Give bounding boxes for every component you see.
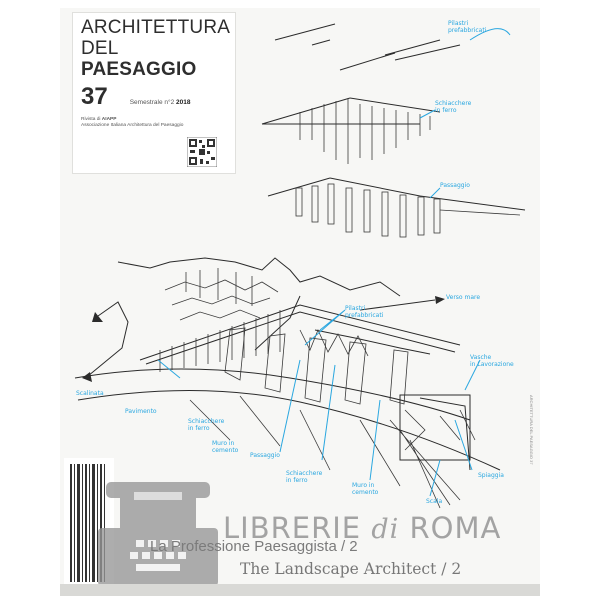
watermark-word-3: ROMA bbox=[399, 511, 502, 545]
annotation-pillars-main: Pilastri prefabbricati bbox=[345, 305, 384, 319]
issue-row: 37 Semestrale n°2 2018 bbox=[81, 83, 227, 111]
annotation-wall-lower: Muro in cemento bbox=[352, 482, 379, 496]
subtitle-italian: La Professione Paesaggista / 2 bbox=[150, 538, 358, 555]
annotation-sea-direction: Verso mare bbox=[446, 294, 481, 301]
issue-number: 37 bbox=[81, 83, 108, 110]
annotation-beach: Spiaggia bbox=[478, 472, 504, 479]
journal-brand: AIAPP bbox=[101, 117, 117, 122]
watermark-word-1: LIBRERIE bbox=[223, 511, 372, 545]
annotation-wall-left: Muro in cemento bbox=[212, 440, 239, 454]
direction-arrows bbox=[82, 296, 445, 382]
barcode-icon bbox=[64, 458, 114, 588]
issue-year: 2018 bbox=[176, 99, 191, 106]
coastline-curves bbox=[74, 368, 501, 509]
exploded-beams-layer bbox=[274, 23, 461, 71]
masthead-box: ARCHITETTURA DEL PAESAGGIO 37 Semestrale… bbox=[72, 12, 236, 174]
issue-info-prefix: Semestrale n°2 bbox=[129, 99, 177, 106]
title-line-1: ARCHITETTURA bbox=[81, 17, 231, 38]
main-structure bbox=[139, 304, 461, 405]
bottom-strip bbox=[60, 584, 540, 596]
qr-code-icon bbox=[187, 137, 217, 167]
annotation-pillars-top: Pilastri prefabbricati bbox=[448, 20, 487, 34]
subtitle-english: The Landscape Architect / 2 bbox=[240, 560, 462, 578]
title-line-2: DEL PAESAGGIO bbox=[81, 38, 227, 80]
title-line-2-prefix: DEL bbox=[81, 38, 118, 59]
title-line-2-bold: PAESAGGIO bbox=[81, 59, 197, 80]
annotation-stairway: Scalinata bbox=[76, 390, 104, 397]
terrain-buildings bbox=[87, 257, 401, 377]
annotation-slats-top: Schiacchere in ferro bbox=[435, 100, 472, 114]
annotation-passage-main: Passaggio bbox=[250, 452, 280, 459]
watermark-wordmark: LIBRERIE di ROMA bbox=[223, 511, 501, 545]
issue-info: Semestrale n°2 2018 bbox=[130, 99, 191, 106]
annotation-passage-top: Passaggio bbox=[440, 182, 470, 189]
typewriter-logo-icon bbox=[98, 482, 218, 586]
journal-note-rest: Associazione Italiana Architettura del P… bbox=[81, 123, 184, 128]
annotation-stairs-lower: Scala bbox=[426, 498, 443, 505]
exploded-pillars-layer bbox=[267, 177, 526, 238]
watermark-word-2: di bbox=[371, 514, 400, 545]
annotation-slats-main: Schiacchere in ferro bbox=[188, 418, 225, 432]
annotation-tanks: Vasche in Lavorazione bbox=[470, 354, 514, 368]
annotation-leaders bbox=[157, 28, 511, 497]
annotation-pavement: Pavimento bbox=[125, 408, 157, 415]
annotation-slats-lower: Schiacchere in ferro bbox=[286, 470, 323, 484]
exploded-slats-layer bbox=[261, 97, 441, 164]
spine-text: ARCHITETTURA DEL PAESAGGIO 37 bbox=[529, 395, 534, 465]
journal-note-prefix: Rivista di bbox=[81, 117, 102, 122]
